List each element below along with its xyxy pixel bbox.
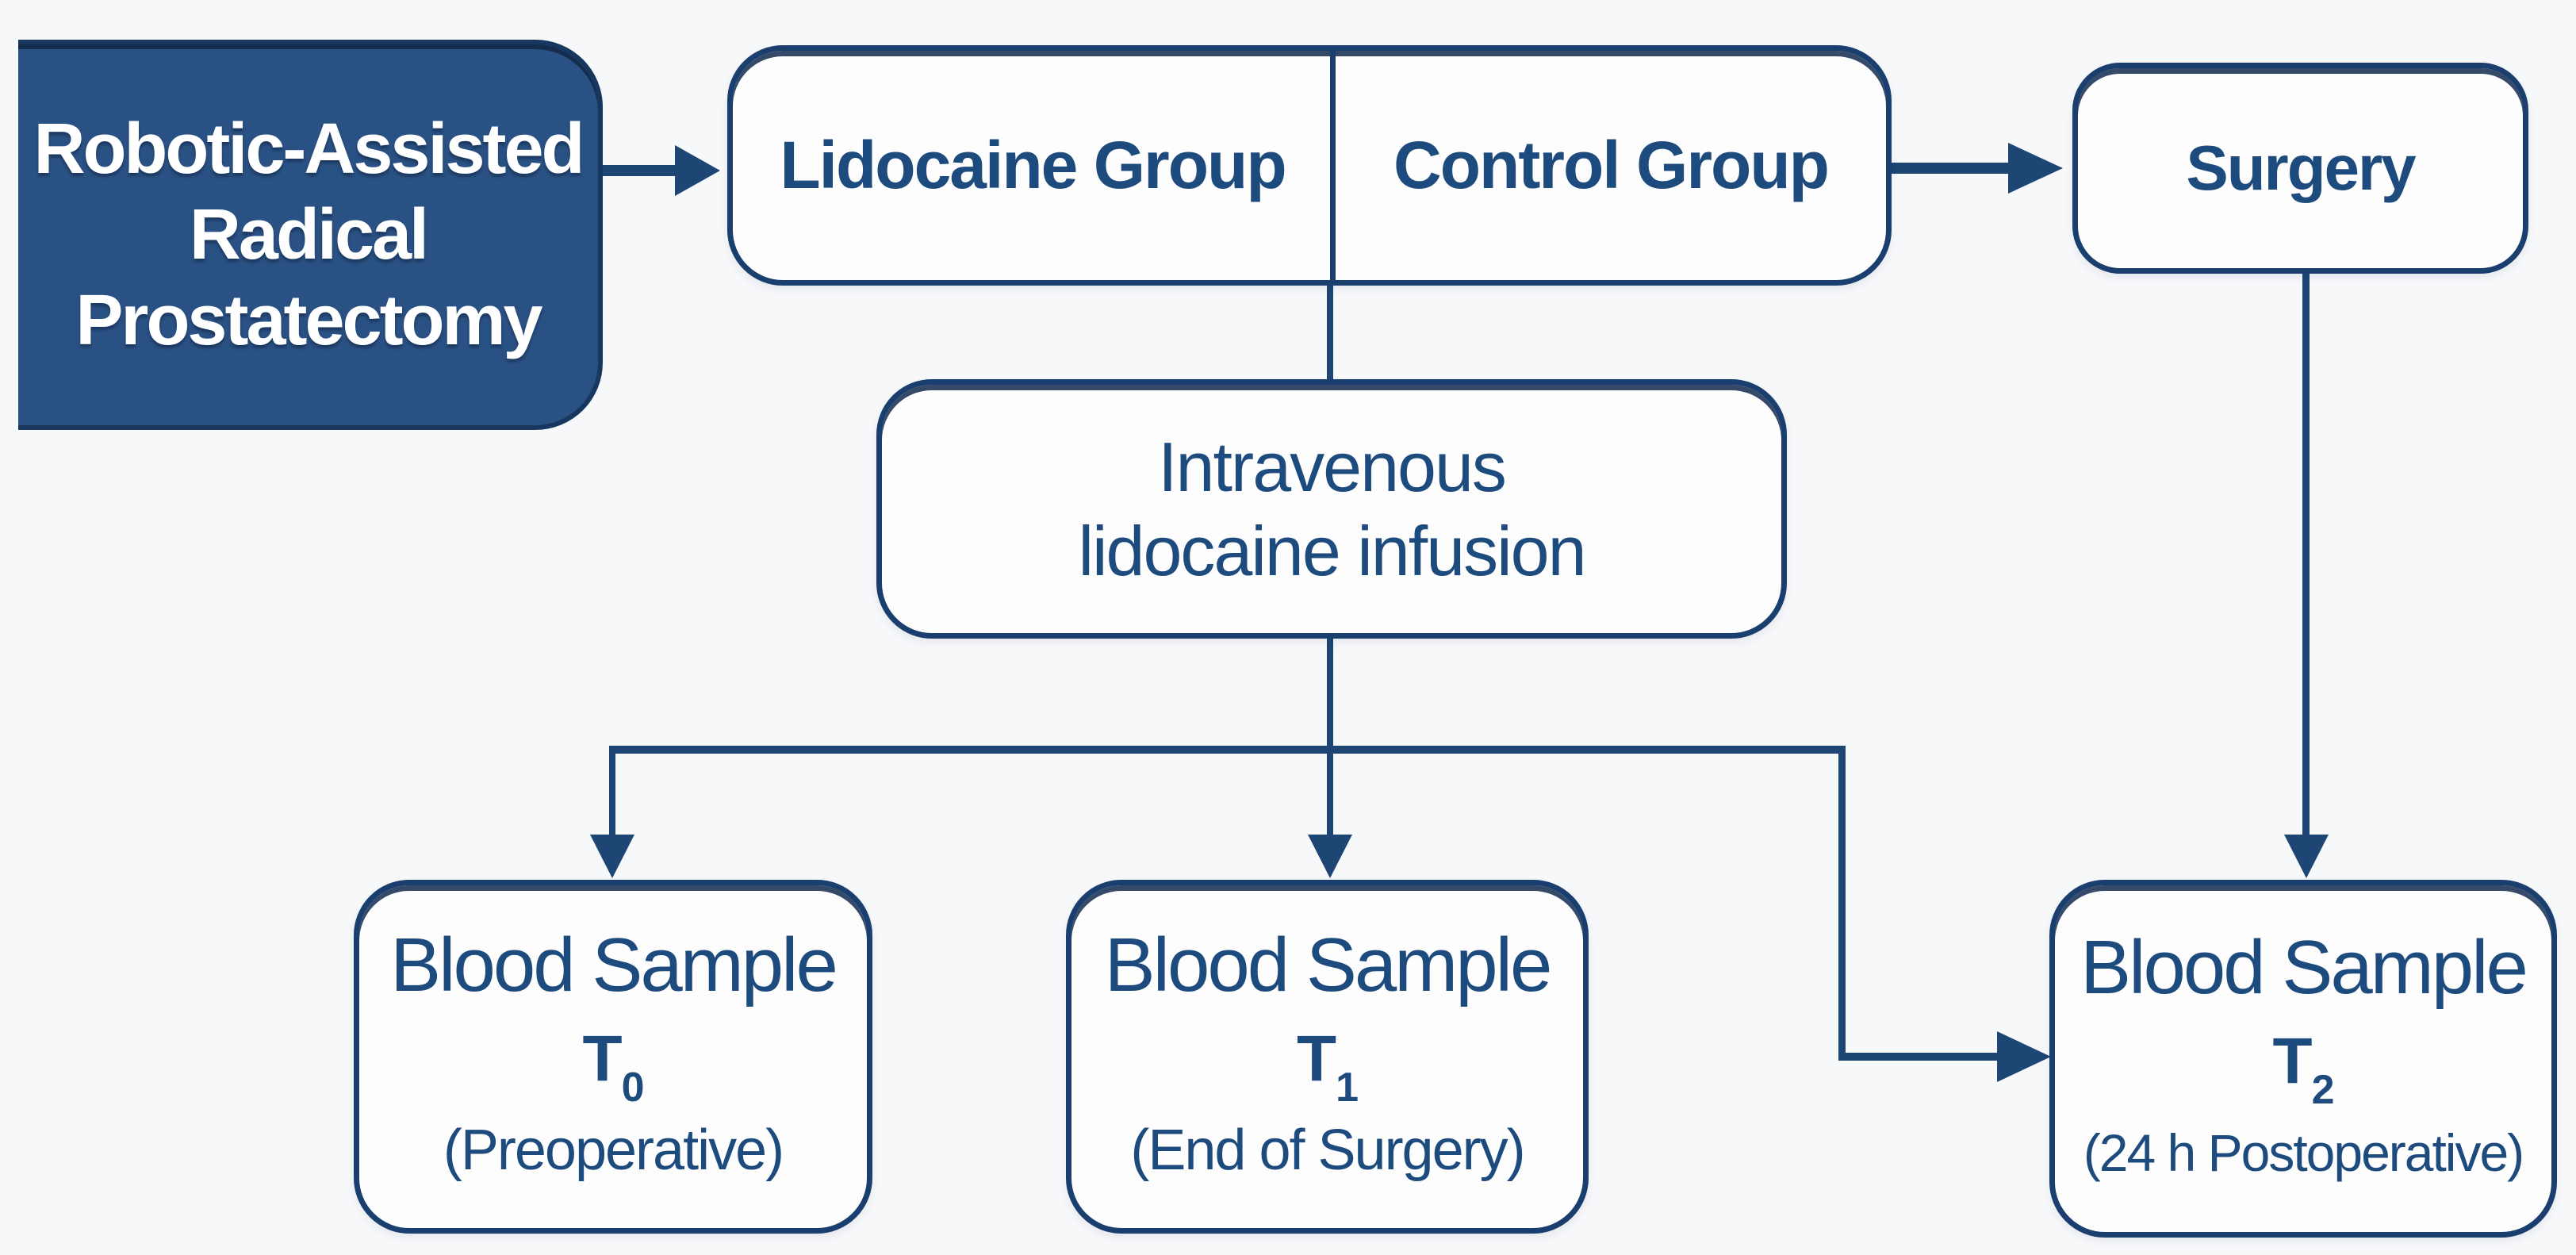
arrow-surgery-to-t2-head [2284, 835, 2329, 878]
branch-line-horizontal [609, 746, 1846, 754]
t2-letter: T [2272, 1024, 2312, 1097]
arrow-branch-to-t2-vertical [1838, 746, 1846, 1061]
line-infusion-to-branch [1327, 635, 1333, 754]
group-cell-divider [1330, 51, 1336, 280]
arrow-branch-to-t1-head [1308, 835, 1352, 878]
arrow-branch-to-t2-head [1997, 1031, 2051, 1082]
t1-title: Blood Sample [1104, 923, 1553, 1007]
start-node-line3: Prostatectomy [75, 281, 542, 360]
t0-subscript: 0 [621, 1065, 645, 1111]
t1-subscript: 1 [1336, 1065, 1359, 1111]
t1-timepoint-label: T1 [1296, 1010, 1359, 1111]
start-node-line1: Robotic-Assisted [33, 109, 585, 189]
t0-caption: (Preoperative) [443, 1119, 784, 1182]
blood-sample-t2-node: Blood Sample T2 (24 h Postoperative) [2049, 880, 2557, 1238]
start-node-line2: Radical [189, 195, 429, 274]
surgery-label: Surgery [2186, 132, 2416, 203]
t0-title: Blood Sample [390, 923, 838, 1007]
t2-title: Blood Sample [2080, 924, 2528, 1010]
t2-caption: (24 h Postoperative) [2083, 1123, 2524, 1182]
t1-letter: T [1296, 1023, 1336, 1095]
blood-sample-t1-node: Blood Sample T1 (End of Surgery) [1066, 880, 1589, 1234]
start-node-robotic-prostatectomy: Robotic-Assisted Radical Prostatectomy [18, 40, 603, 430]
arrow-surgery-to-t2-shaft [2302, 273, 2310, 839]
infusion-line1: Intravenous [1158, 427, 1507, 506]
arrow-groups-to-surgery-head [2008, 143, 2063, 194]
line-groups-to-infusion [1327, 280, 1333, 383]
t2-timepoint-label: T2 [2272, 1012, 2335, 1113]
arrow-branch-to-t0-shaft [609, 746, 615, 839]
group-split-node: Lidocaine Group Control Group [727, 45, 1892, 286]
blood-sample-t0-node: Blood Sample T0 (Preoperative) [354, 880, 872, 1234]
arrow-start-to-groups-head [675, 145, 720, 196]
t0-letter: T [582, 1023, 622, 1095]
lidocaine-group-cell: Lidocaine Group [780, 128, 1286, 202]
arrow-groups-to-surgery-shaft [1892, 163, 2013, 174]
surgery-node: Surgery [2072, 63, 2528, 274]
infusion-node: Intravenous lidocaine infusion [876, 379, 1787, 639]
arrow-branch-to-t0-head [590, 835, 634, 878]
control-group-cell: Control Group [1393, 128, 1830, 202]
t1-caption: (End of Surgery) [1130, 1119, 1525, 1182]
arrow-start-to-groups-shaft [600, 165, 678, 176]
t2-subscript: 2 [2311, 1066, 2335, 1113]
arrow-branch-to-t1-shaft [1327, 746, 1333, 839]
infusion-line2: lidocaine infusion [1078, 511, 1586, 590]
t0-timepoint-label: T0 [582, 1010, 645, 1111]
arrow-branch-to-t2-horizontal [1838, 1053, 2000, 1061]
